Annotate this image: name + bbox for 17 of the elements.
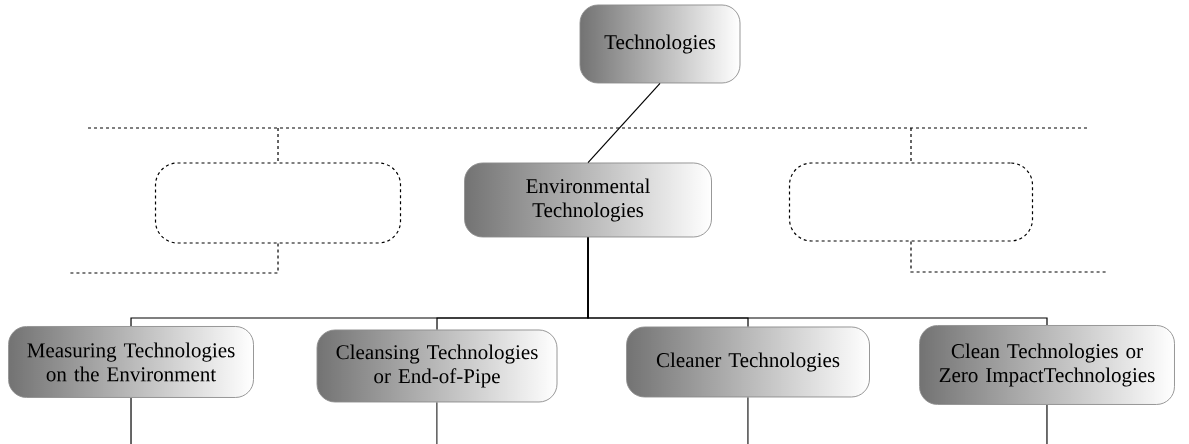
connector-line (130, 397, 132, 444)
connector-line (747, 396, 749, 444)
connector-line (587, 236, 1048, 326)
connector-line (436, 401, 438, 444)
connector-line (69, 243, 279, 274)
technology-box: Environmental Technologies (464, 162, 712, 238)
technology-box: Clean Technologies or Zero ImpactTechnologies (919, 325, 1175, 405)
connector-line (587, 82, 661, 164)
technology-box: Technologies (579, 4, 741, 84)
connector-line (910, 127, 912, 163)
technology-box: Cleansing Technologies or End-of-Pipe (316, 329, 558, 403)
connector-line (277, 127, 279, 163)
connector-line (1046, 404, 1048, 444)
empty-box (154, 162, 402, 244)
technology-box: Cleaner Technologies (626, 326, 870, 398)
technology-box: Measuring Technologies on the Environment (8, 326, 254, 398)
empty-box (788, 162, 1034, 242)
